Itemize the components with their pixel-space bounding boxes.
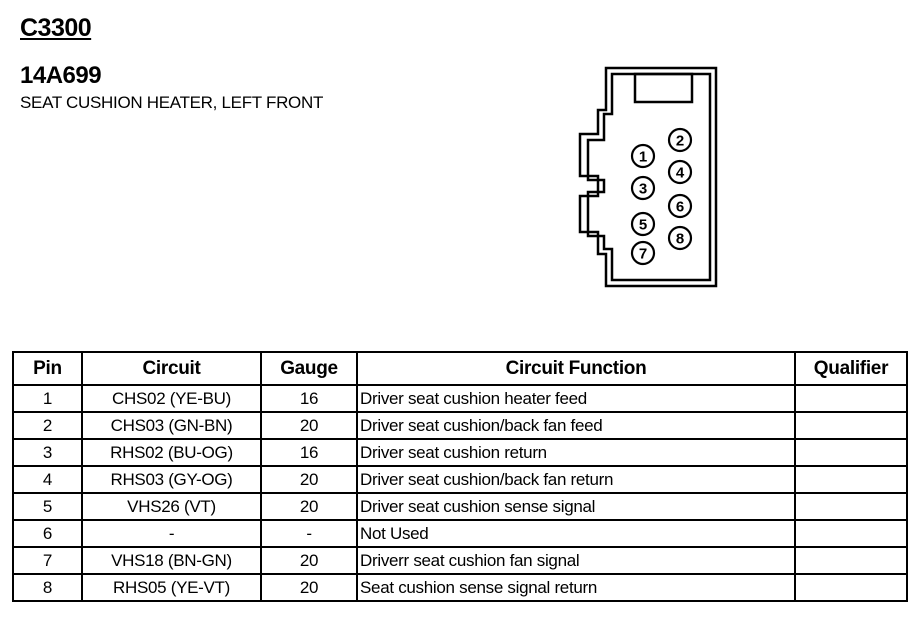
connector-housing-inner	[586, 72, 712, 282]
header-qualifier: Qualifier	[794, 351, 908, 386]
pin-circle	[630, 211, 656, 237]
qualifier-cell	[794, 573, 908, 602]
gauge-cell: 20	[260, 411, 358, 440]
circuit-function-cell: Driver seat cushion sense signal	[356, 492, 796, 521]
circuit-function-cell: Seat cushion sense signal return	[356, 573, 796, 602]
pin-cell: 3	[12, 438, 83, 467]
circuit-cell: -	[81, 519, 262, 548]
pin-circle	[630, 175, 656, 201]
pin-cell: 5	[12, 492, 83, 521]
circuit-cell: CHS03 (GN-BN)	[81, 411, 262, 440]
pin-number-label: 5	[639, 217, 647, 234]
connector-pin: 5	[630, 211, 656, 237]
pin-cell: 8	[12, 573, 83, 602]
qualifier-cell	[794, 384, 908, 413]
qualifier-cell	[794, 411, 908, 440]
pin-cell: 2	[12, 411, 83, 440]
pin-number-label: 8	[676, 231, 684, 248]
pin-circle	[667, 225, 693, 251]
gauge-cell: 20	[260, 465, 358, 494]
qualifier-cell	[794, 492, 908, 521]
connector-description: SEAT CUSHION HEATER, LEFT FRONT	[20, 93, 324, 112]
pin-number-label: 6	[676, 199, 684, 216]
table-row: 6--Not Used	[12, 519, 908, 548]
circuit-cell: RHS03 (GY-OG)	[81, 465, 262, 494]
table-header-row: Pin Circuit Gauge Circuit Function Quali…	[12, 351, 908, 386]
gauge-cell: 20	[260, 492, 358, 521]
gauge-cell: 20	[260, 573, 358, 602]
pin-circle	[630, 143, 656, 169]
circuit-cell: CHS02 (YE-BU)	[81, 384, 262, 413]
pin-circle	[667, 159, 693, 185]
connector-pin: 3	[630, 175, 656, 201]
qualifier-cell	[794, 546, 908, 575]
pin-number-label: 2	[676, 133, 684, 150]
circuit-cell: RHS05 (YE-VT)	[81, 573, 262, 602]
qualifier-cell	[794, 438, 908, 467]
circuit-cell: VHS26 (VT)	[81, 492, 262, 521]
circuit-function-cell: Driverr seat cushion fan signal	[356, 546, 796, 575]
pin-cell: 1	[12, 384, 83, 413]
connector-pin: 6	[667, 193, 693, 219]
circuit-function-cell: Driver seat cushion return	[356, 438, 796, 467]
qualifier-cell	[794, 465, 908, 494]
header-gauge: Gauge	[260, 351, 358, 386]
circuit-cell: RHS02 (BU-OG)	[81, 438, 262, 467]
gauge-cell: 16	[260, 384, 358, 413]
qualifier-cell	[794, 519, 908, 548]
pinout-table: Pin Circuit Gauge Circuit Function Quali…	[12, 351, 908, 602]
gauge-cell: -	[260, 519, 358, 548]
gauge-cell: 20	[260, 546, 358, 575]
connector-pin: 2	[667, 127, 693, 153]
connector-pin: 7	[630, 240, 656, 266]
circuit-cell: VHS18 (BN-GN)	[81, 546, 262, 575]
circuit-function-cell: Driver seat cushion heater feed	[356, 384, 796, 413]
pin-number-label: 4	[676, 165, 685, 182]
pin-number-label: 1	[639, 149, 647, 166]
header-pin: Pin	[12, 351, 83, 386]
pin-circle	[630, 240, 656, 266]
pin-circle	[667, 127, 693, 153]
gauge-cell: 16	[260, 438, 358, 467]
part-number: 14A699	[20, 62, 102, 89]
circuit-function-cell: Not Used	[356, 519, 796, 548]
connector-id: C3300	[20, 14, 92, 42]
pin-number-label: 3	[639, 181, 647, 198]
connector-pin: 4	[667, 159, 693, 185]
pin-cell: 4	[12, 465, 83, 494]
header-circuit-function: Circuit Function	[356, 351, 796, 386]
circuit-function-cell: Driver seat cushion/back fan return	[356, 465, 796, 494]
connector-housing-outline	[578, 66, 718, 288]
pin-cell: 7	[12, 546, 83, 575]
pin-circle	[667, 193, 693, 219]
header-circuit: Circuit	[81, 351, 262, 386]
connector-pin: 1	[630, 143, 656, 169]
pin-cell: 6	[12, 519, 83, 548]
connector-face-diagram: 1 2 3 4 5 6 7 8	[578, 66, 718, 288]
circuit-function-cell: Driver seat cushion/back fan feed	[356, 411, 796, 440]
connector-key-slot	[633, 72, 694, 104]
pin-number-label: 7	[639, 246, 647, 263]
connector-pin: 8	[667, 225, 693, 251]
